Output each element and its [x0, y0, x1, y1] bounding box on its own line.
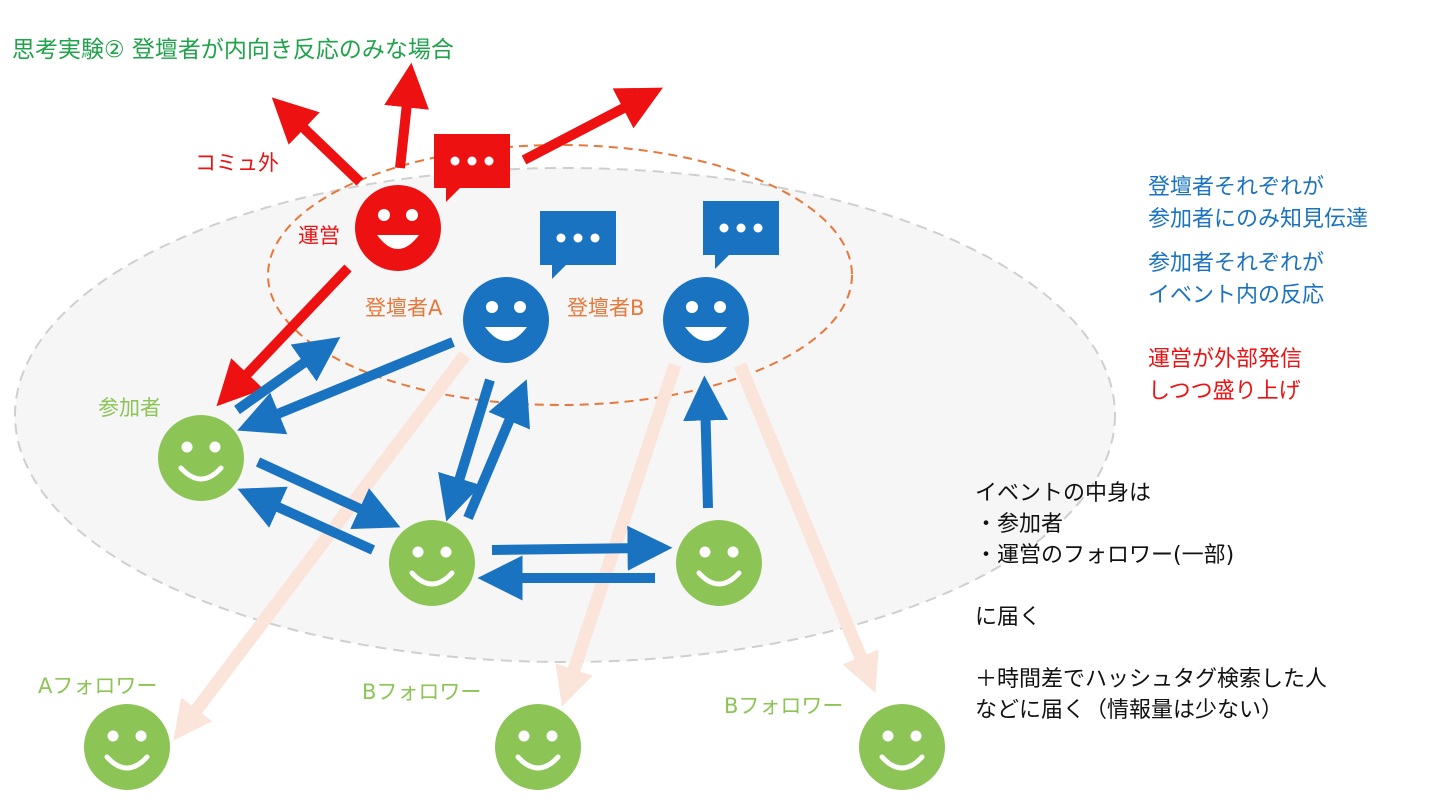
participant-label: 参加者	[98, 396, 161, 420]
speech-bubble-icon	[434, 134, 510, 202]
follower-smiley-face-icon	[495, 704, 581, 790]
participant-smiley-face-icon	[676, 520, 762, 606]
note-spacer	[975, 633, 1327, 664]
note-line: 運営が外部発信	[1148, 347, 1303, 372]
note-spacer	[975, 571, 1327, 602]
speaker-b-smiley-face-icon	[663, 277, 749, 363]
speaker-notes: 登壇者それぞれが 参加者にのみ知見伝達 参加者それぞれが イベント内の反応	[1148, 172, 1368, 312]
arrow-icon	[216, 264, 352, 407]
follower-smiley-face-icon	[84, 704, 170, 790]
speech-bubble-icon	[540, 211, 616, 279]
organizer-label: 運営	[298, 224, 340, 248]
arrow-icon	[237, 486, 376, 555]
follower-smiley-face-icon	[859, 704, 945, 790]
arrow-icon	[683, 375, 729, 509]
note-spacer	[1148, 236, 1368, 248]
organizer-arrows	[216, 62, 663, 407]
note-line: イベントの中身は	[975, 481, 1152, 506]
arrow-icon	[384, 62, 429, 169]
note-line: イベント内の反応	[1148, 283, 1325, 308]
note-line: ・運営のフォロワー(一部)	[975, 543, 1235, 568]
note-line: 登壇者それぞれが	[1148, 175, 1325, 200]
participant-smiley-face-icon	[158, 415, 244, 501]
interaction-arrows	[234, 337, 729, 601]
arrow-icon	[271, 97, 364, 186]
arrow-icon	[463, 379, 530, 520]
note-line: などに届く（情報量は少ない）	[975, 698, 1284, 723]
community-area	[14, 167, 1116, 663]
participant-smiley-face-icon	[389, 520, 475, 606]
follower-arrows	[173, 351, 879, 741]
arrow-icon	[438, 378, 495, 522]
organizer-smiley-face-icon	[355, 185, 441, 271]
arrow-icon	[555, 362, 682, 707]
event-reach-notes: イベントの中身は ・参加者 ・運営のフォロワー(一部) に届く ＋時間差でハッシ…	[975, 478, 1327, 726]
arrow-icon	[491, 525, 673, 571]
note-line: に届く	[975, 605, 1042, 630]
follower-b-label: Bフォロワー	[724, 694, 844, 718]
outside-community-label: コミュ外	[195, 151, 279, 175]
arrow-icon	[733, 362, 879, 694]
speech-bubble-icon	[703, 201, 779, 269]
arrow-icon	[255, 457, 401, 530]
speaker-a-label: 登壇者A	[365, 296, 443, 320]
note-line: ＋時間差でハッシュタグ検索した人	[975, 667, 1328, 692]
follower-b-label: Bフォロワー	[362, 680, 482, 704]
arrow-icon	[521, 87, 663, 165]
follower-a-label: Aフォロワー	[38, 674, 158, 698]
arrow-icon	[237, 337, 455, 435]
speaker-a-smiley-face-icon	[463, 277, 549, 363]
note-line: 参加者それぞれが	[1148, 251, 1325, 276]
arrow-icon	[173, 351, 471, 741]
note-line: しつつ盛り上げ	[1148, 379, 1301, 404]
speakers-area	[267, 144, 853, 406]
speaker-b-label: 登壇者B	[567, 296, 645, 320]
page-title: 思考実験② 登壇者が内向き反応のみな場合	[12, 37, 454, 63]
note-line: ・参加者	[975, 512, 1064, 537]
note-line: 参加者にのみ知見伝達	[1148, 207, 1369, 232]
organizer-notes: 運営が外部発信 しつつ盛り上げ	[1148, 344, 1302, 408]
